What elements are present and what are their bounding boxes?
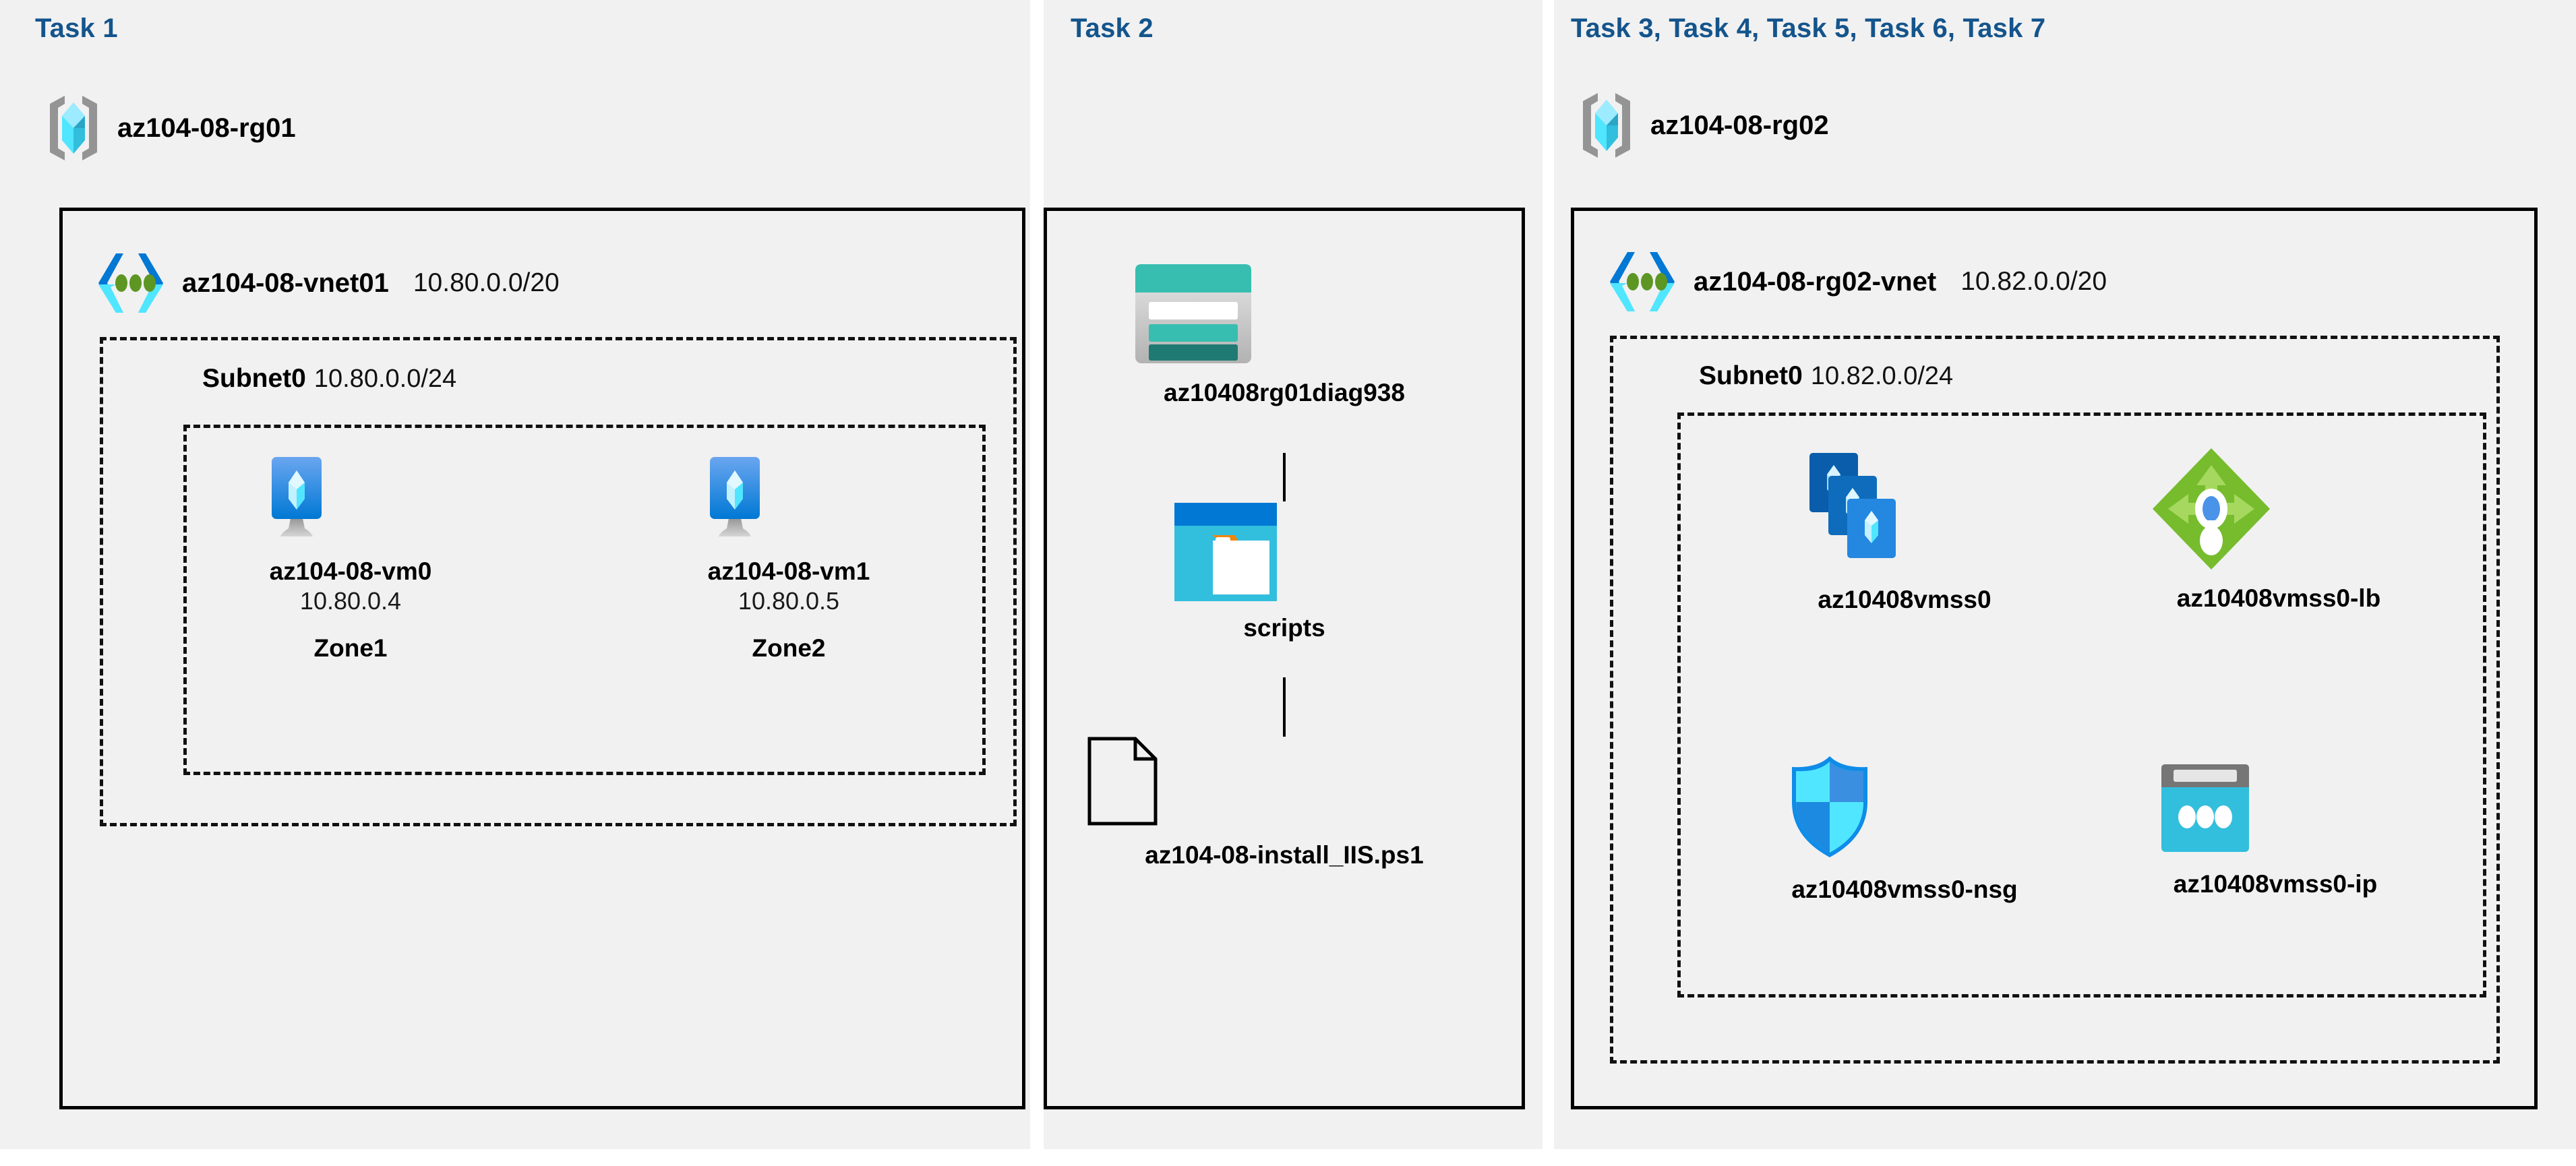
- task3to7-load-balancer-name: az10408vmss0-lb: [2176, 584, 2381, 612]
- task2-storage-account-name: az10408rg01diag938: [1164, 379, 1405, 406]
- task1-vnet-heading: az104-08-vnet01 10.80.0.0/20: [94, 249, 560, 317]
- task3to7-vnet-name: az104-08-rg02-vnet: [1694, 266, 1937, 297]
- task2-blob-container-name: scripts: [1243, 614, 1325, 642]
- virtual-machine-icon: [263, 456, 438, 542]
- task3to7-vmss[interactable]: az10408vmss0: [1793, 450, 2016, 615]
- task3to7-nsg[interactable]: az10408vmss0-nsg: [1787, 754, 2023, 904]
- task1-vm1-ip: 10.80.0.5: [738, 586, 840, 615]
- task2-script-file[interactable]: az104-08-install_IIS.ps1: [1085, 737, 1483, 870]
- task2-script-file-name: az104-08-install_IIS.ps1: [1145, 841, 1424, 869]
- task2-blob-container[interactable]: scripts: [1173, 501, 1396, 643]
- task1-resource-group-label: az104-08-rg01: [117, 113, 296, 143]
- blob-container-icon: [1173, 501, 1396, 603]
- task3to7-label: Task 3, Task 4, Task 5, Task 6, Task 7: [1571, 13, 2046, 43]
- task1-vm0-zone: Zone1: [313, 634, 388, 662]
- task1-vm1-zone: Zone2: [752, 634, 826, 662]
- task1-label: Task 1: [35, 13, 118, 43]
- task3to7-resource-group: az104-08-rg02: [1578, 90, 1829, 160]
- file-icon: [1085, 737, 1483, 826]
- task1-vnet-name: az104-08-vnet01: [182, 268, 389, 298]
- task1-subnet-box: [100, 337, 1017, 826]
- task1-vm0-ip: 10.80.0.4: [299, 586, 402, 615]
- task1-zone-box: [183, 425, 986, 775]
- connector-storage-to-scripts: [1283, 453, 1286, 501]
- task2-container-box: [1044, 208, 1525, 1109]
- task3to7-public-ip[interactable]: az10408vmss0-ip: [2157, 762, 2393, 899]
- task1-resource-group: az104-08-rg01: [44, 93, 296, 163]
- task3to7-public-ip-name: az10408vmss0-ip: [2173, 870, 2378, 898]
- task1-vm0-name: az104-08-vm0: [269, 557, 432, 585]
- virtual-machine-icon: [701, 456, 876, 542]
- resource-group-icon: [1578, 90, 1636, 160]
- virtual-network-icon: [94, 249, 167, 317]
- task1-subnet-name: Subnet0: [202, 364, 306, 393]
- task3to7-resource-group-label: az104-08-rg02: [1650, 110, 1829, 140]
- task1-vm0[interactable]: az104-08-vm0 10.80.0.4 Zone1: [263, 456, 438, 663]
- task3to7-subnet-cidr: 10.82.0.0/24: [1810, 362, 1954, 390]
- vm-scale-set-icon: [1793, 450, 2016, 572]
- task1-vnet-cidr: 10.80.0.0/20: [413, 268, 560, 297]
- task3to7-vnet-heading: az104-08-rg02-vnet 10.82.0.0/20: [1606, 248, 2107, 315]
- connector-scripts-to-file: [1283, 677, 1286, 737]
- task3to7-load-balancer[interactable]: az10408vmss0-lb: [2151, 446, 2407, 613]
- task3to7-vnet-cidr: 10.82.0.0/20: [1960, 267, 2107, 296]
- task3to7-subnet-box: [1610, 336, 2500, 1064]
- load-balancer-icon: [2151, 446, 2407, 572]
- virtual-network-icon: [1606, 248, 1679, 315]
- task1-vnet-box: [59, 208, 1025, 1109]
- storage-account-icon: [1133, 262, 1436, 366]
- task3to7-subnet-name: Subnet0: [1699, 361, 1803, 390]
- public-ip-address-icon: [2157, 762, 2393, 856]
- task1-vm1[interactable]: az104-08-vm1 10.80.0.5 Zone2: [701, 456, 876, 663]
- task3to7-vmss-name: az10408vmss0: [1818, 586, 1991, 613]
- task1-subnet-cidr: 10.80.0.0/24: [313, 365, 457, 393]
- task3to7-nsg-name: az10408vmss0-nsg: [1791, 876, 2018, 903]
- network-security-group-icon: [1787, 754, 2023, 860]
- task2-storage-account[interactable]: az10408rg01diag938: [1133, 262, 1436, 408]
- task3to7-vnet-box: [1571, 208, 2538, 1109]
- task1-vm1-name: az104-08-vm1: [707, 557, 870, 585]
- resource-group-icon: [44, 93, 102, 163]
- task2-label: Task 2: [1071, 13, 1154, 43]
- task3to7-resource-box: [1677, 412, 2486, 998]
